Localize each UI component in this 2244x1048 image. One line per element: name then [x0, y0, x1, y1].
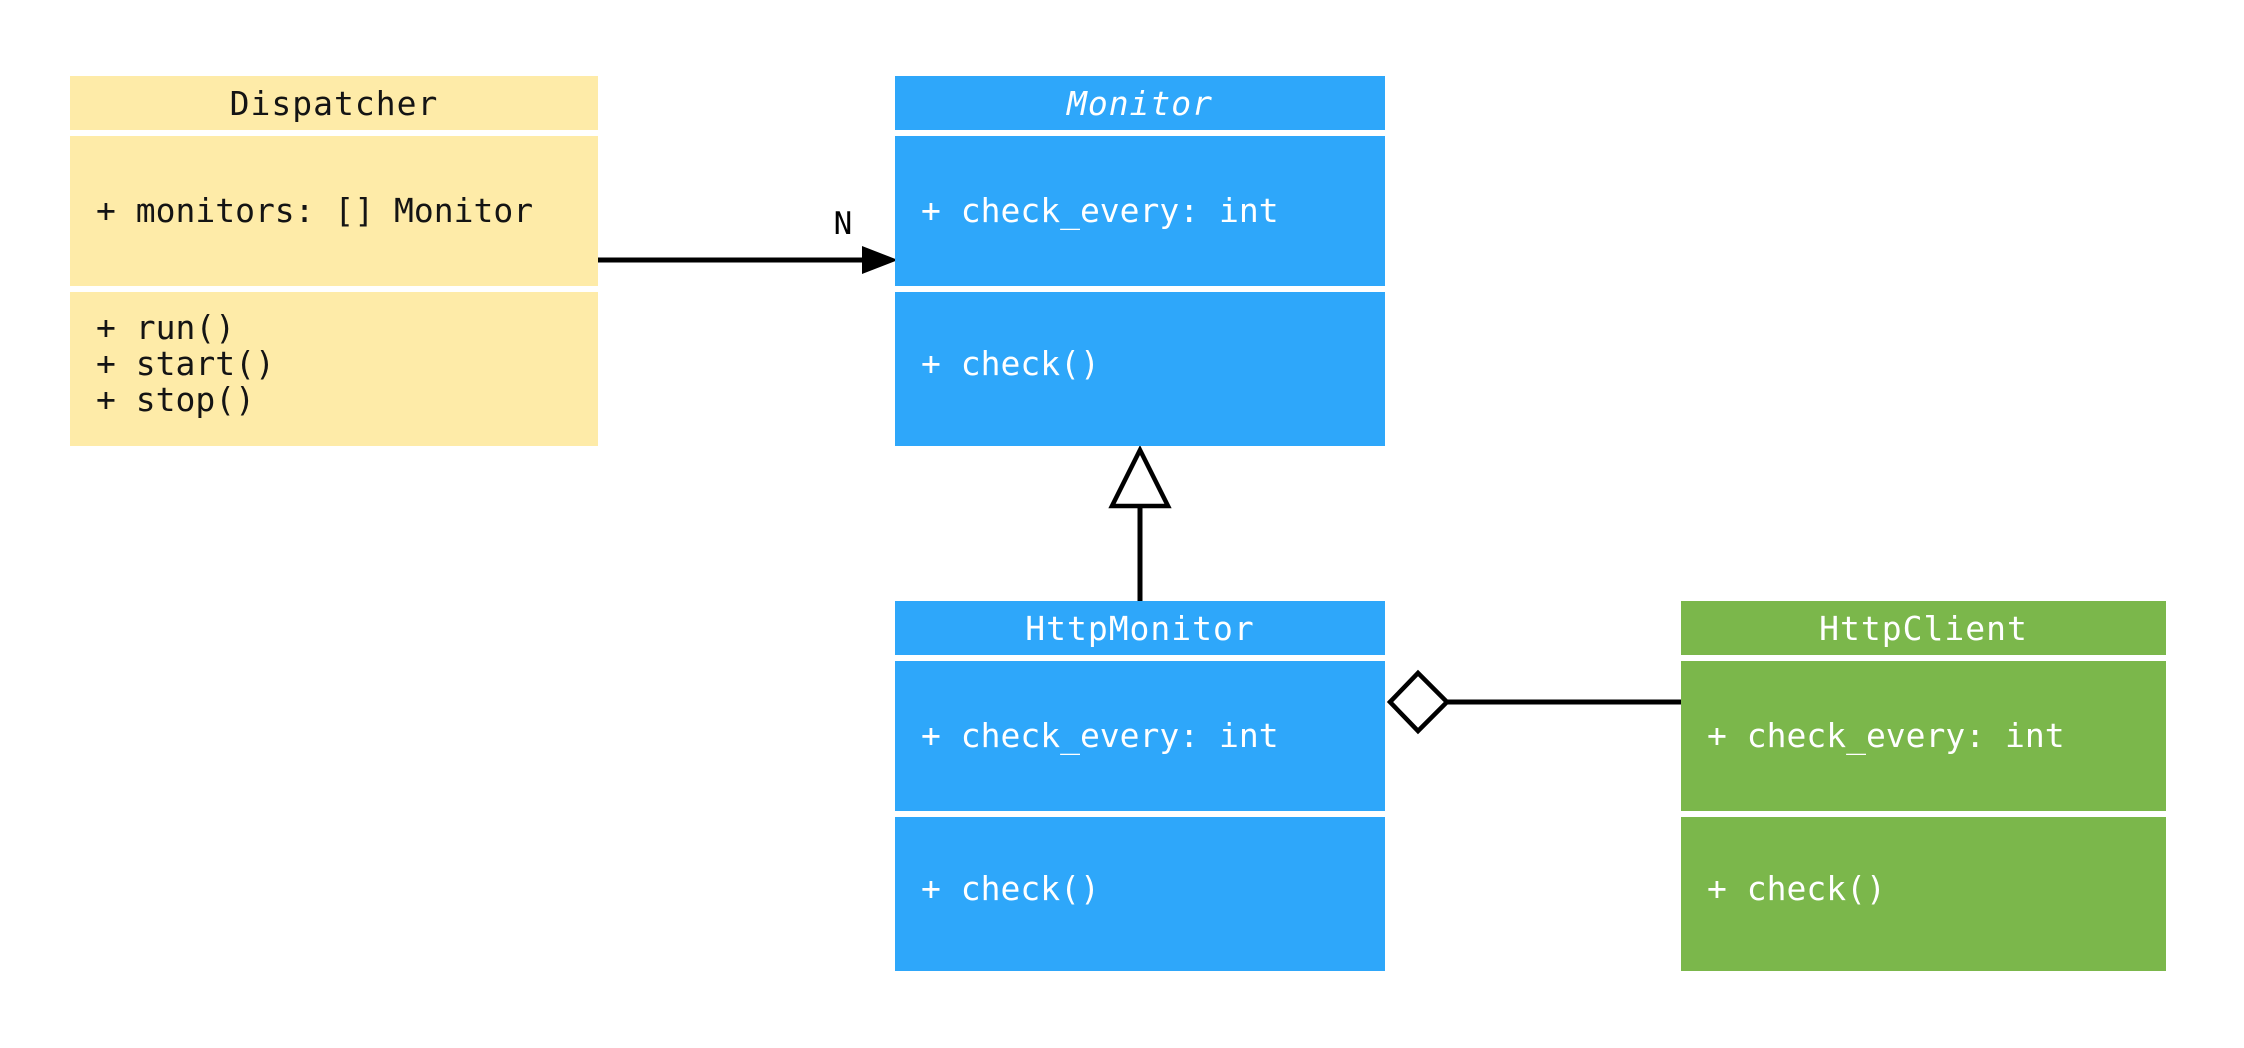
class-methods-section: + check()	[895, 292, 1385, 446]
class-title: Monitor	[895, 76, 1385, 130]
aggregation-hollow-diamond-icon	[1386, 669, 1451, 735]
class-methods-section: + check()	[895, 817, 1385, 971]
class-title: HttpClient	[1681, 601, 2166, 655]
class-attribute: + check_every: int	[921, 191, 1279, 230]
class-attributes-section: + check_every: int	[895, 136, 1385, 286]
class-method: + run()	[96, 308, 236, 347]
class-attributes-section: + check_every: int	[1681, 661, 2166, 811]
inheritance-hollow-triangle-icon	[1108, 444, 1172, 509]
class-attributes-section: + check_every: int	[895, 661, 1385, 811]
class-node-monitor[interactable]: Monitor + check_every: int + check()	[895, 76, 1385, 446]
class-method: + check()	[921, 869, 1100, 908]
class-node-dispatcher[interactable]: Dispatcher + monitors: [] Monitor + run(…	[70, 76, 598, 446]
class-node-http-client[interactable]: HttpClient + check_every: int + check()	[1681, 601, 2166, 971]
association-filled-arrowhead-icon	[862, 246, 898, 274]
association-multiplicity-label: N	[833, 206, 853, 242]
class-attribute: + check_every: int	[1707, 716, 2065, 755]
class-node-http-monitor[interactable]: HttpMonitor + check_every: int + check()	[895, 601, 1385, 971]
class-methods-section: + check()	[1681, 817, 2166, 971]
class-title: Dispatcher	[70, 76, 598, 130]
class-method: + check()	[921, 344, 1100, 383]
class-attribute: + monitors: [] Monitor	[96, 191, 534, 230]
class-methods-section: + run() + start() + stop()	[70, 292, 598, 446]
class-method: + stop()	[96, 380, 255, 419]
class-attributes-section: + monitors: [] Monitor	[70, 136, 598, 286]
class-title: HttpMonitor	[895, 601, 1385, 655]
class-method: + check()	[1707, 869, 1886, 908]
class-method: + start()	[96, 344, 275, 383]
class-attribute: + check_every: int	[921, 716, 1279, 755]
